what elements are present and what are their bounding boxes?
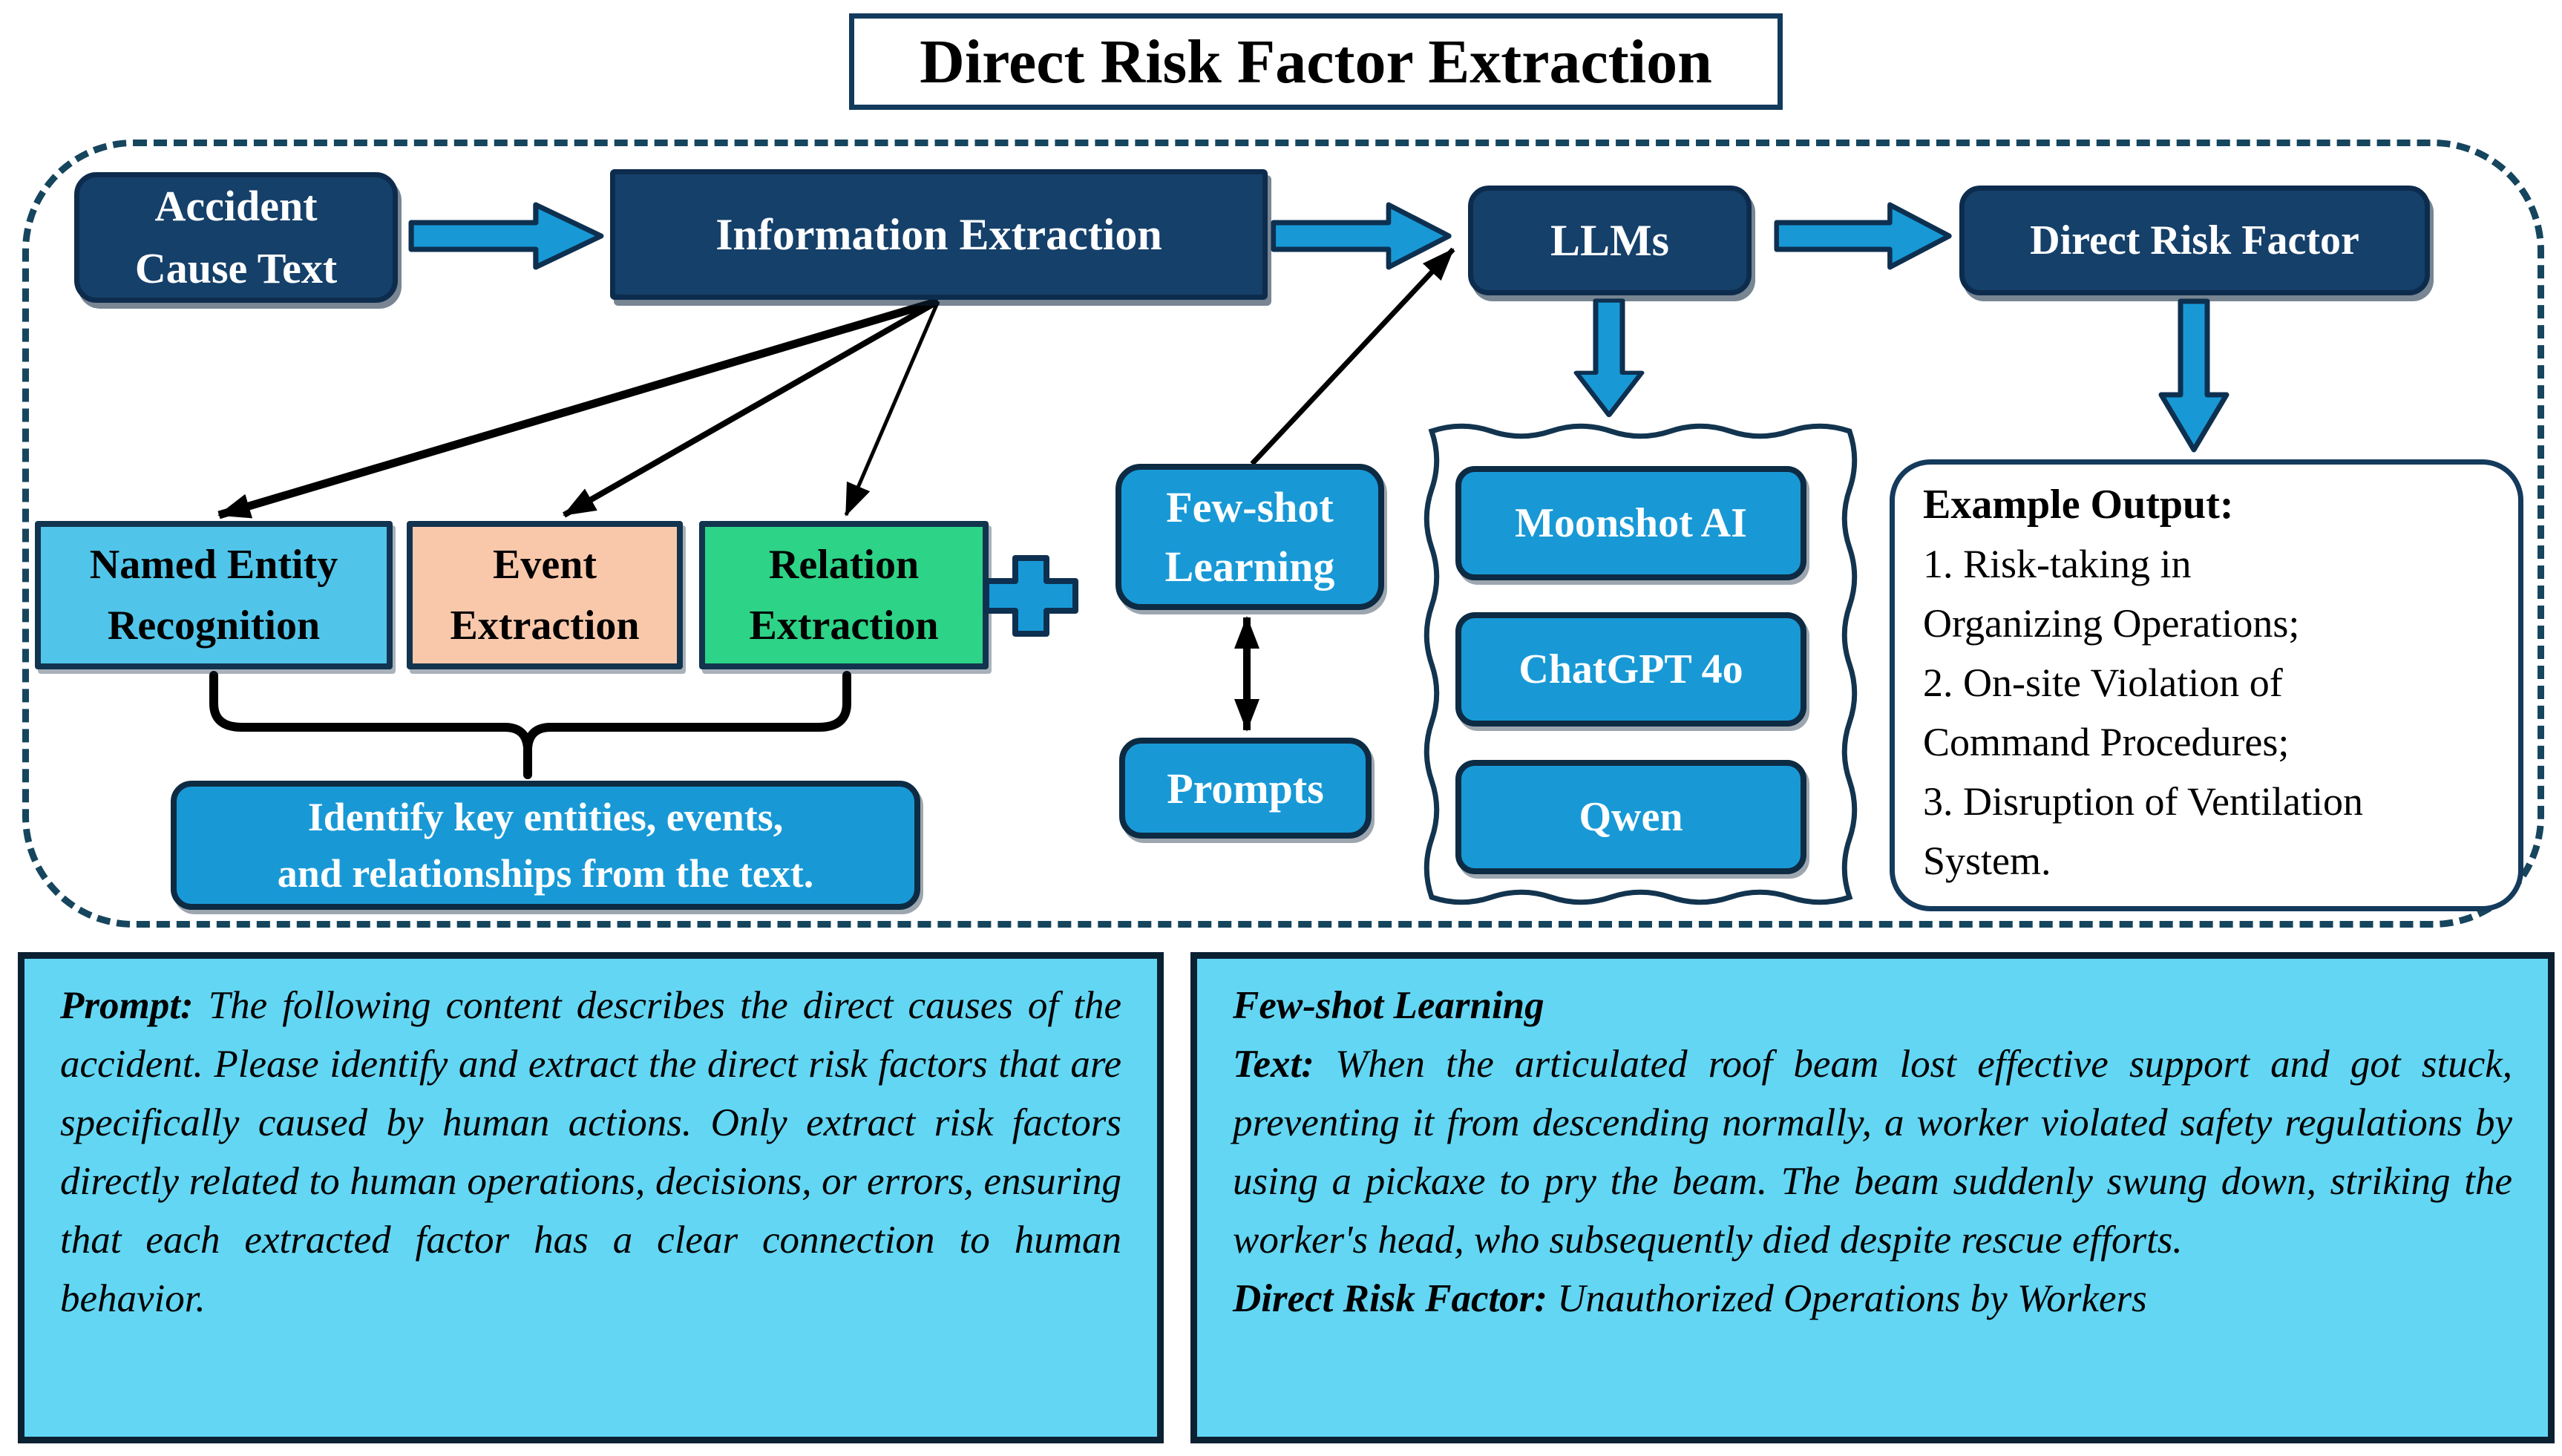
- example-output-line: 2. On-site Violation of: [1923, 660, 2283, 705]
- prompt-paragraph: Prompt: The following content describes …: [60, 977, 1121, 1328]
- accident-label-line2: Cause Text: [134, 244, 338, 292]
- accident-cause-text-box: Accident Cause Text: [74, 172, 398, 303]
- prompt-body: The following content describes the dire…: [60, 984, 1121, 1320]
- factor-prefix: Direct Risk Factor:: [1233, 1277, 1547, 1320]
- llms-label: LLMs: [1550, 215, 1670, 265]
- direct-risk-factor-label: Direct Risk Factor: [2030, 217, 2359, 263]
- llm-model-moonshot: Moonshot AI: [1455, 466, 1806, 580]
- page-title-text: Direct Risk Factor Extraction: [920, 27, 1712, 96]
- prompt-panel: Prompt: The following content describes …: [18, 952, 1164, 1443]
- few-shot-text-body: When the articulated roof beam lost effe…: [1233, 1043, 2512, 1262]
- few-shot-text-paragraph: Text: When the articulated roof beam los…: [1233, 1035, 2512, 1270]
- prompts-label: Prompts: [1167, 764, 1324, 813]
- event-label-line2: Extraction: [450, 603, 640, 649]
- example-output-line: Organizing Operations;: [1923, 601, 2300, 646]
- direct-risk-factor-box: Direct Risk Factor: [1959, 186, 2430, 295]
- flow-arrow-3-icon: [1774, 202, 1952, 270]
- example-output-line: Command Procedures;: [1923, 720, 2290, 764]
- example-output-line: System.: [1923, 839, 2051, 883]
- named-entity-recognition-box: Named Entity Recognition: [35, 521, 393, 669]
- arrow-info-to-event: [563, 298, 940, 518]
- few-shot-label-line1: Few-shot: [1166, 482, 1334, 531]
- llms-box: LLMs: [1468, 186, 1752, 295]
- llm-model-chatgpt: ChatGPT 4o: [1455, 612, 1806, 727]
- accident-label-line1: Accident: [154, 182, 318, 230]
- diagram-dashed-frame: [22, 140, 2544, 928]
- ner-label-line1: Named Entity: [89, 542, 338, 588]
- example-output-line: 1. Risk-taking in: [1923, 542, 2192, 586]
- example-output-box: Example Output: 1. Risk-taking in Organi…: [1890, 459, 2523, 911]
- chatgpt-label: ChatGPT 4o: [1518, 646, 1743, 692]
- relation-extraction-box: Relation Extraction: [699, 521, 989, 669]
- identify-line1: Identify key entities, events,: [307, 795, 784, 839]
- flow-arrow-2-icon: [1271, 202, 1452, 270]
- few-shot-panel: Few-shot Learning Text: When the articul…: [1190, 952, 2555, 1443]
- few-shot-text-prefix: Text:: [1233, 1043, 1314, 1086]
- identify-summary-box: Identify key entities, events, and relat…: [171, 781, 920, 910]
- page-title: Direct Risk Factor Extraction: [849, 13, 1783, 110]
- prompt-prefix: Prompt:: [60, 984, 194, 1027]
- example-output-line: 3. Disruption of Ventilation: [1923, 779, 2363, 824]
- ner-label-line2: Recognition: [107, 603, 321, 649]
- direct-risk-factor-line: Direct Risk Factor: Unauthorized Operati…: [1233, 1270, 2512, 1328]
- event-label-line1: Event: [493, 542, 597, 588]
- event-extraction-box: Event Extraction: [407, 521, 683, 669]
- moonshot-label: Moonshot AI: [1515, 500, 1747, 546]
- brace-extraction-group: [209, 671, 851, 779]
- few-shot-panel-heading: Few-shot Learning: [1233, 984, 1544, 1027]
- plus-icon: [983, 555, 1078, 637]
- arrow-fewshot-to-llms: [1250, 247, 1455, 466]
- arrow-info-to-ner: [217, 297, 940, 519]
- arrow-info-to-relation: [844, 301, 940, 517]
- relation-label-line2: Extraction: [749, 603, 939, 649]
- few-shot-learning-box: Few-shot Learning: [1115, 464, 1384, 610]
- factor-body: Unauthorized Operations by Workers: [1547, 1277, 2147, 1320]
- information-extraction-box: Information Extraction: [610, 169, 1268, 300]
- few-shot-label-line2: Learning: [1164, 542, 1335, 591]
- identify-line2: and relationships from the text.: [277, 851, 814, 896]
- qwen-label: Qwen: [1579, 794, 1683, 840]
- information-extraction-label: Information Extraction: [715, 209, 1162, 259]
- drf-down-arrow-icon: [2158, 298, 2230, 453]
- relation-label-line1: Relation: [768, 542, 920, 588]
- llm-model-qwen: Qwen: [1455, 760, 1806, 874]
- llms-down-arrow-icon: [1573, 298, 1645, 418]
- example-output-title: Example Output:: [1923, 482, 2234, 528]
- flow-arrow-1-icon: [408, 202, 604, 270]
- prompts-box: Prompts: [1119, 738, 1372, 839]
